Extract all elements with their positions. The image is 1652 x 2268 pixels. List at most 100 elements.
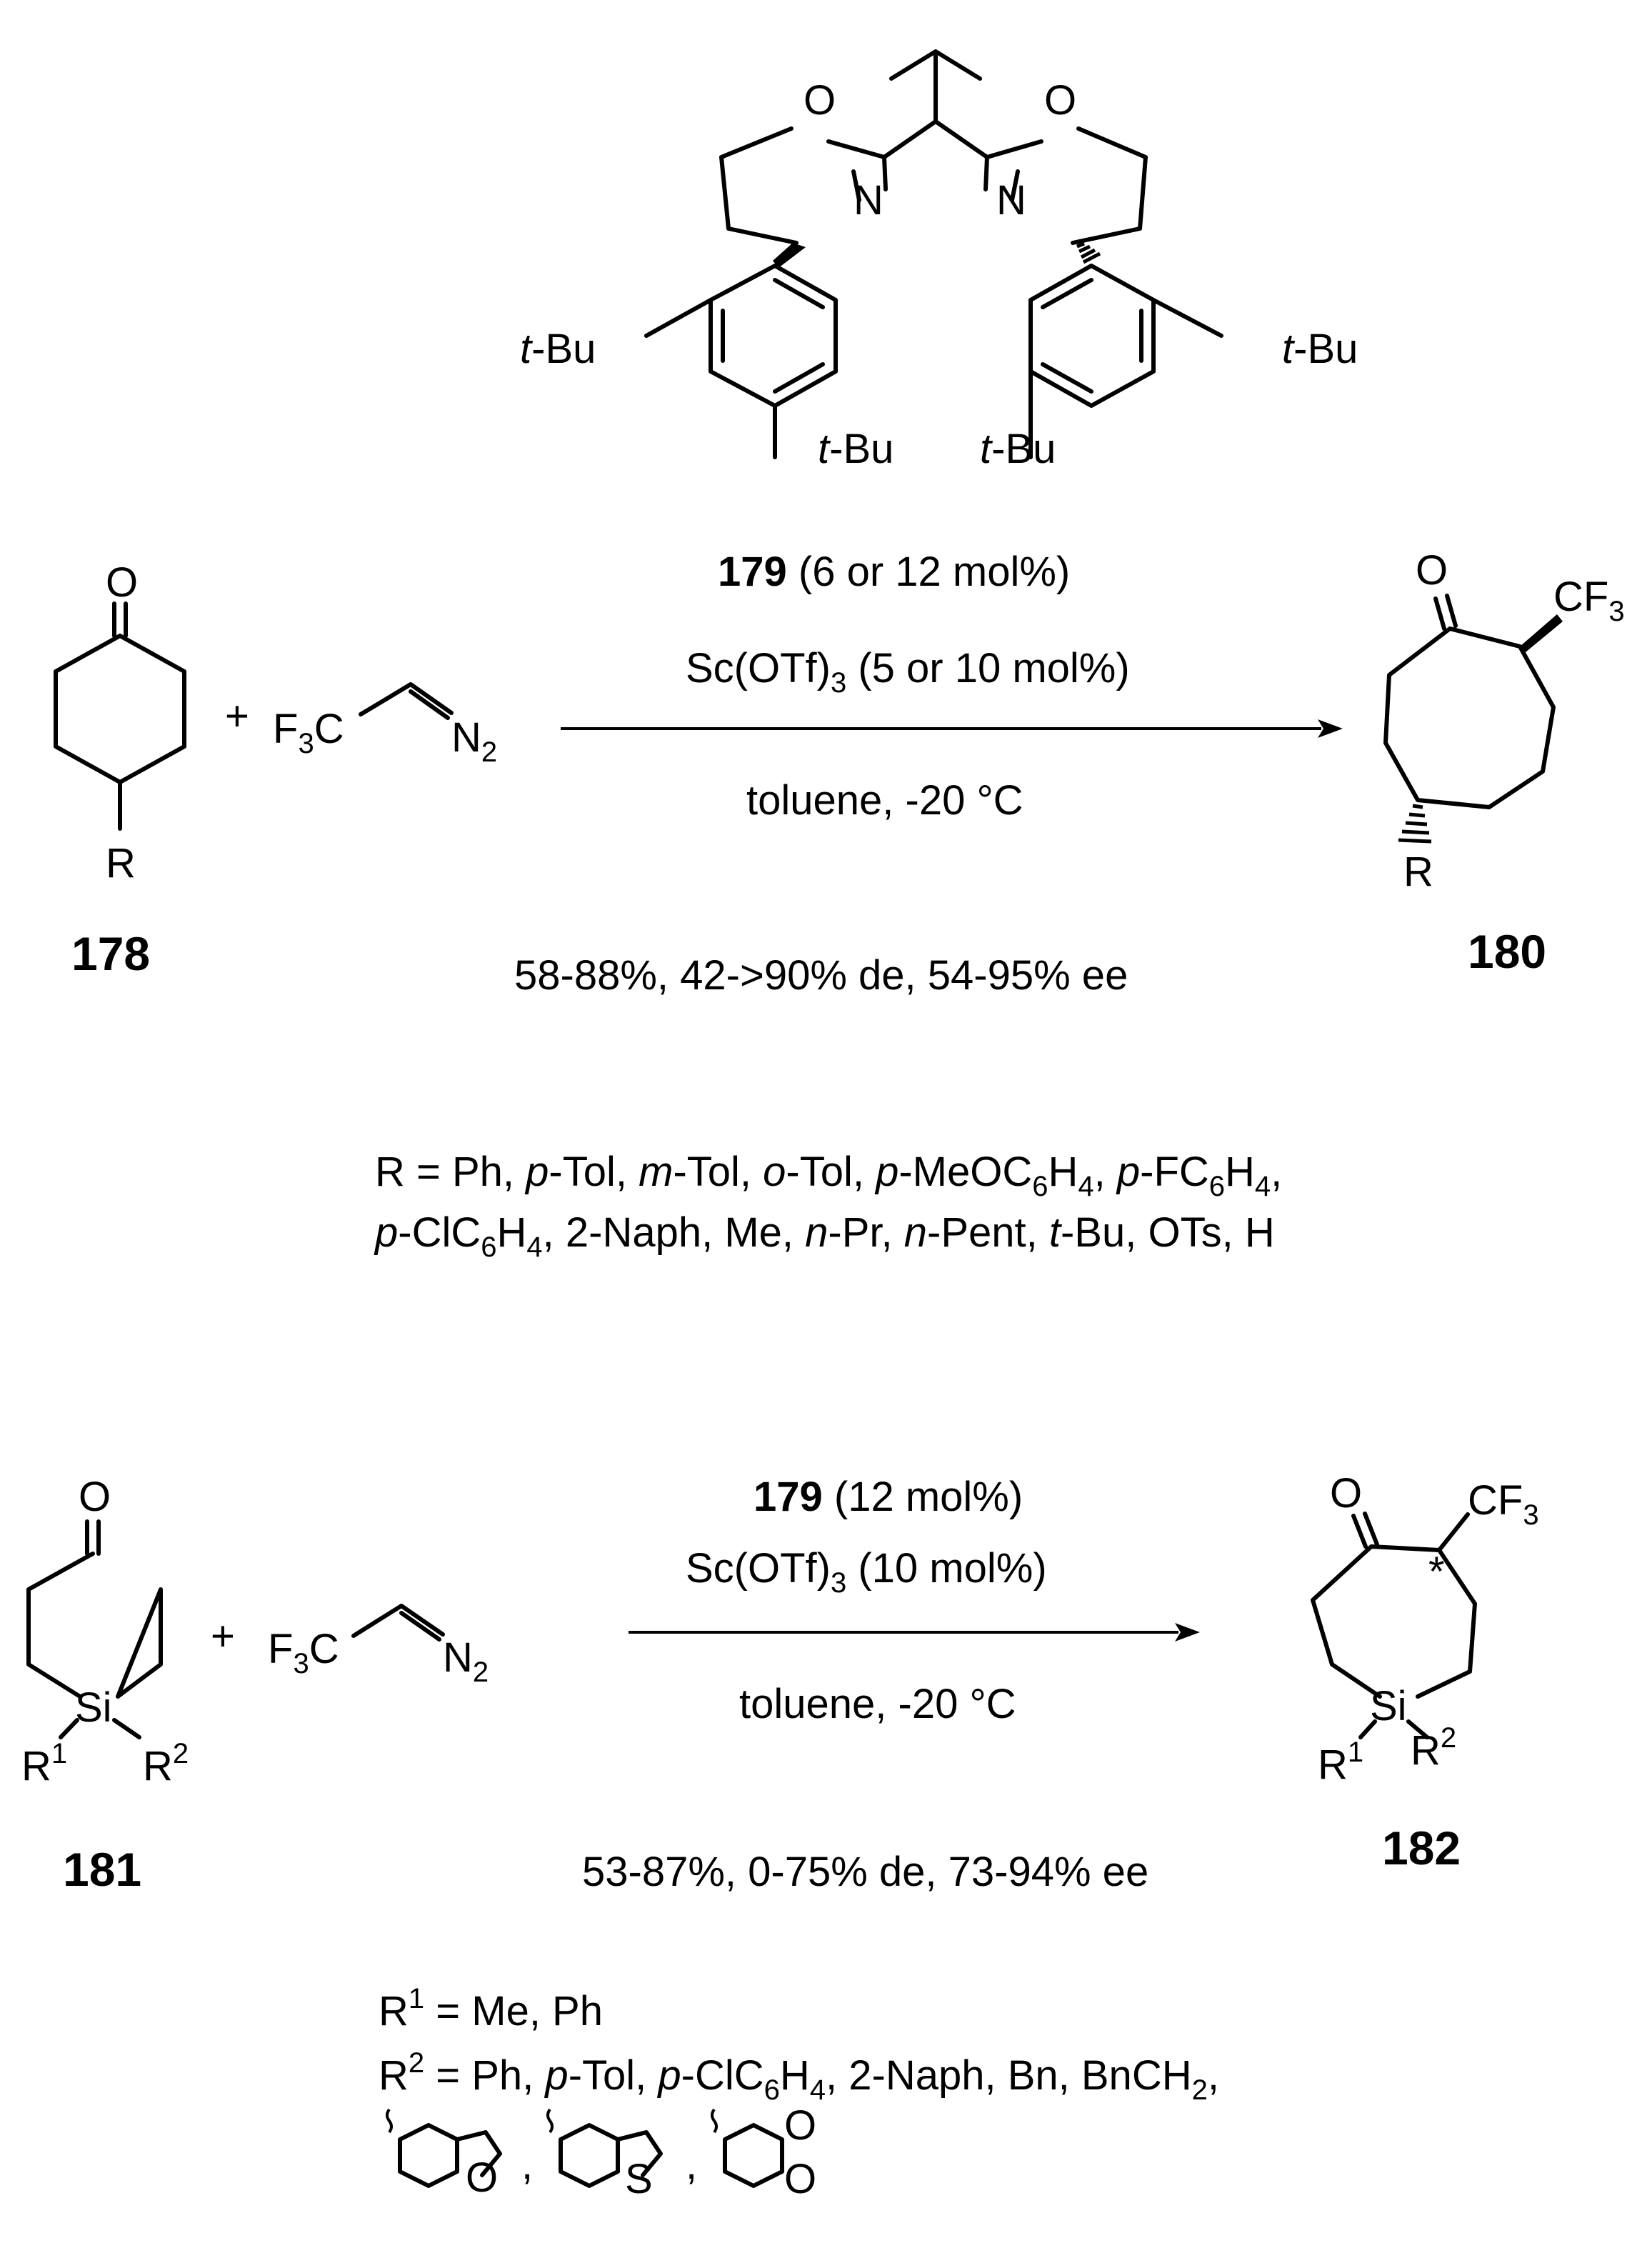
diazo-bond <box>359 682 454 720</box>
subscript-digit: 2 <box>1192 2074 1208 2106</box>
cf3-group: CF3 <box>1468 1477 1539 1531</box>
text-run: = Ph, <box>436 2052 545 2099</box>
substituent-R1: R1 <box>1318 1737 1363 1788</box>
italic-prefix: n <box>904 1209 927 1256</box>
text-run: , <box>1271 1149 1282 1195</box>
benzodioxolyl-structure <box>711 2108 784 2188</box>
subscript-digit: 4 <box>1078 1171 1093 1202</box>
ring-O: O <box>784 2102 816 2149</box>
compound-label-180: 180 <box>1468 925 1546 978</box>
text-run: H <box>497 1209 527 1256</box>
lewis-acid-line: Sc(OTf)3 (5 or 10 mol%) <box>686 645 1130 699</box>
yield-selectivity: 58-88%, 42->90% de, 54-95% ee <box>514 952 1128 999</box>
ring-O: O <box>466 2154 498 2201</box>
subscript-digit: 6 <box>1032 1171 1048 1202</box>
italic-prefix: n <box>805 1209 828 1256</box>
compound-182-structure <box>1311 1512 1477 1739</box>
tbu-label: t-Bu <box>818 426 893 472</box>
text-run: -Pent, <box>927 1209 1049 1256</box>
silicon-atom: Si <box>1370 1683 1407 1729</box>
text-run: R = Ph, <box>375 1149 526 1195</box>
italic-prefix: p <box>1116 1149 1140 1195</box>
italic-prefix: t <box>1049 1209 1063 1256</box>
text-run: -Bu, OTs, H <box>1061 1209 1275 1256</box>
arrowhead <box>1318 719 1343 738</box>
text-run: -ClC <box>681 2052 764 2099</box>
hash-bond <box>1076 241 1101 264</box>
scope-r2-line: R2 = Ph, p-Tol, p-ClC6H4, 2-Naph, Bn, Bn… <box>379 2047 1219 2106</box>
italic-prefix: p <box>656 2052 681 2099</box>
text-run: R <box>379 2052 409 2099</box>
substituent-R2: R2 <box>143 1738 189 1789</box>
diazo-reagent-formula: F3C <box>268 1626 339 1679</box>
wedge-bond <box>773 243 806 268</box>
italic-prefix: p <box>524 1149 549 1195</box>
compound-label-182: 182 <box>1382 1822 1461 1874</box>
italic-prefix: p <box>374 1209 398 1256</box>
text-run: -Tol, <box>786 1149 876 1195</box>
compound-178-structure <box>54 601 186 831</box>
text-run: , 2-Naph, Bn, BnCH <box>826 2052 1192 2099</box>
subscript-digit: 6 <box>764 2074 780 2106</box>
catalyst-line: 179 (6 or 12 mol%) <box>718 549 1070 595</box>
text-run: H <box>1048 1149 1078 1195</box>
separator-comma: , <box>686 2142 697 2188</box>
diazo-reagent-formula: F3C <box>273 706 344 759</box>
benzofuranyl-structure <box>386 2108 502 2188</box>
catalyst-line: 179 (12 mol%) <box>754 1474 1023 1520</box>
subscript-digit: 6 <box>1209 1171 1225 1202</box>
ketone-O: O <box>1330 1470 1362 1517</box>
lewis-acid-line: Sc(OTf)3 (10 mol%) <box>686 1545 1047 1599</box>
text-run: H <box>1225 1149 1255 1195</box>
plus-sign: + <box>225 693 249 739</box>
separator-comma: , <box>521 2142 533 2188</box>
arrowhead <box>1175 1623 1200 1642</box>
scope-line-1: R = Ph, p-Tol, m-Tol, o-Tol, p-MeOC6H4, … <box>375 1149 1282 1202</box>
superscript-digit: 2 <box>409 2047 424 2079</box>
tbu-label: t-Bu <box>1282 326 1358 372</box>
ligand-O-left: O <box>804 77 836 124</box>
text-run: -Tol, <box>569 2052 659 2099</box>
text-run: , <box>1208 2052 1219 2099</box>
text-run: H <box>780 2052 810 2099</box>
subscript-digit: 6 <box>481 1232 496 1263</box>
wedge-bond <box>1520 614 1563 652</box>
plus-sign: + <box>211 1613 235 1659</box>
diazo-bond <box>351 1604 445 1642</box>
ketone-O: O <box>1416 547 1448 594</box>
text-run: , <box>1094 1149 1117 1195</box>
stereocenter-star: * <box>1428 1549 1445 1595</box>
silicon-atom: Si <box>75 1684 112 1731</box>
scope-r1-line: R1 = Me, Ph <box>379 1983 603 2034</box>
conditions-line: toluene, -20 °C <box>746 777 1023 824</box>
text-run: -MeOC <box>898 1149 1032 1195</box>
italic-prefix: p <box>874 1149 898 1195</box>
text-run: -Tol, <box>549 1149 639 1195</box>
tbu-label: t-Bu <box>980 426 1056 472</box>
scope-line-2: p-ClC6H4, 2-Naph, Me, n-Pr, n-Pent, t-Bu… <box>374 1209 1275 1263</box>
substituent-R: R <box>1403 849 1433 895</box>
ligand-179 <box>644 49 1223 459</box>
compound-180-structure <box>1383 594 1556 809</box>
conditions-line: toluene, -20 °C <box>739 1681 1016 1727</box>
tbu-label: t-Bu <box>520 326 596 372</box>
ring-O: O <box>784 2156 816 2202</box>
subscript-digit: 4 <box>1255 1171 1271 1202</box>
yield-selectivity: 53-87%, 0-75% de, 73-94% ee <box>582 1849 1148 1895</box>
ligand-N-right: N <box>996 177 1026 224</box>
diazo-N2: N2 <box>451 714 497 768</box>
text-run <box>424 2052 436 2099</box>
text-run: -Pr, <box>828 1209 903 1256</box>
ligand-N-left: N <box>853 177 883 224</box>
diazo-N2: N2 <box>443 1634 489 1688</box>
ligand-O-right: O <box>1044 77 1076 124</box>
hash-bond <box>1398 804 1432 844</box>
ring-S: S <box>625 2156 653 2202</box>
benzothienyl-structure <box>546 2108 663 2188</box>
substituent-R1: R1 <box>21 1738 67 1789</box>
italic-prefix: m <box>639 1149 673 1195</box>
ketone-O: O <box>106 559 138 606</box>
text-run: -FC <box>1140 1149 1209 1195</box>
text-run: , 2-Naph, Me, <box>543 1209 805 1256</box>
